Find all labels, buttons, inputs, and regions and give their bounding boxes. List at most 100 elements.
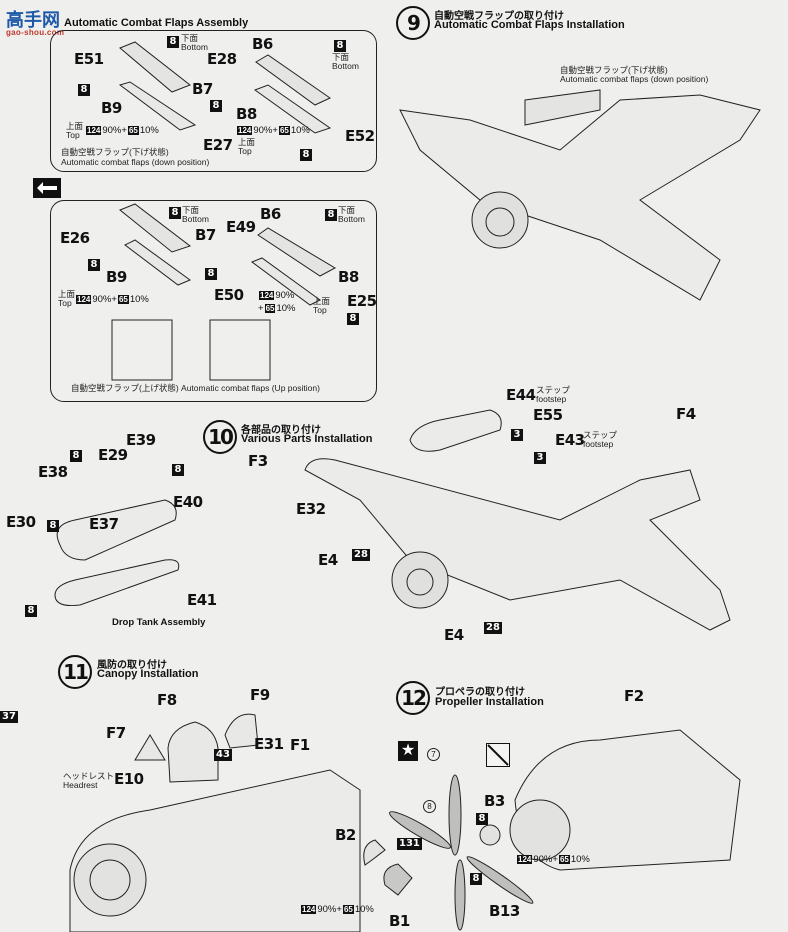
part-f2: F2 bbox=[624, 687, 644, 705]
step-11-title-en: Canopy Installation bbox=[97, 668, 199, 680]
color-code-8: 8 bbox=[25, 605, 37, 617]
flaps-down-caption-jp: 自動空戦フラップ(下げ状態) bbox=[61, 147, 169, 157]
bottom-en: Bottom bbox=[332, 61, 359, 71]
color-code-8: 8 bbox=[347, 313, 359, 325]
part-f3: F3 bbox=[248, 452, 268, 470]
part-e51: E51 bbox=[74, 50, 104, 68]
part-e49: E49 bbox=[226, 218, 256, 236]
step-9-callout-en: Automatic combat flaps (down position) bbox=[560, 74, 709, 84]
flaps-down-caption-en: Automatic combat flaps (down position) bbox=[61, 157, 210, 167]
step-10-title-en: Various Parts Installation bbox=[241, 433, 373, 445]
top-jp: 上面 bbox=[313, 296, 331, 306]
part-e25: E25 bbox=[347, 292, 377, 310]
part-e28: E28 bbox=[207, 50, 237, 68]
part-f1: F1 bbox=[290, 736, 310, 754]
part-b7: B7 bbox=[192, 80, 213, 98]
footstep-jp: ステップ bbox=[583, 430, 618, 440]
color-code-8: 8 bbox=[47, 520, 59, 532]
part-b7: B7 bbox=[195, 226, 216, 244]
bottom-en: Bottom bbox=[338, 214, 365, 224]
color-code-8: 8 bbox=[172, 464, 184, 476]
color-code-28: 28 bbox=[484, 622, 502, 634]
part-b8: B8 bbox=[236, 105, 257, 123]
color-code-28: 28 bbox=[352, 549, 370, 561]
part-b6: B6 bbox=[252, 35, 273, 53]
flap-b9-down bbox=[118, 81, 197, 131]
step-9-callout-jp: 自動空戦フラップ(下げ状態) bbox=[560, 65, 668, 75]
color-code-8: 8 bbox=[334, 40, 346, 52]
flap-b8-down bbox=[253, 84, 332, 134]
top-jp: 上面 bbox=[58, 289, 76, 299]
swap-arrows-icon bbox=[33, 178, 61, 198]
part-e52: E52 bbox=[345, 127, 375, 145]
drop-tank-body bbox=[56, 499, 177, 561]
flap-b7-up bbox=[119, 203, 192, 253]
flap-b9-up bbox=[124, 239, 192, 286]
drop-tank-tray bbox=[54, 559, 180, 606]
aircraft-step9 bbox=[399, 94, 761, 301]
part-b1: B1 bbox=[389, 912, 410, 930]
step-11-title-jp: 風防の取り付け bbox=[97, 660, 167, 671]
flaps-assembly-title: Automatic Combat Flaps Assembly bbox=[64, 17, 249, 29]
part-e41: E41 bbox=[187, 591, 217, 609]
color-code-8: 8 bbox=[300, 149, 312, 161]
part-e27: E27 bbox=[203, 136, 233, 154]
footstep-en: footstep bbox=[583, 439, 614, 449]
part-f4: F4 bbox=[676, 405, 696, 423]
step-9-title-en: Automatic Combat Flaps Installation bbox=[434, 19, 625, 31]
color-code-8: 8 bbox=[205, 268, 217, 280]
spinner-b1 bbox=[383, 863, 413, 896]
color-code-8: 8 bbox=[78, 84, 90, 96]
part-e31: E31 bbox=[254, 735, 284, 753]
paint-circle-8: 8 bbox=[423, 800, 436, 813]
color-code-8: 8 bbox=[167, 36, 179, 48]
bottom-jp: 下面 bbox=[181, 33, 199, 43]
bottom-jp: 下面 bbox=[338, 205, 356, 215]
color-code-8: 8 bbox=[470, 873, 482, 885]
part-b3: B3 bbox=[484, 792, 505, 810]
flaps-down-box bbox=[50, 30, 377, 172]
headrest-en: Headrest bbox=[63, 780, 98, 790]
step-10-title-jp: 各部品の取り付け bbox=[241, 425, 321, 436]
headrest-jp: ヘッドレスト bbox=[63, 771, 115, 781]
part-e44: E44 bbox=[506, 386, 536, 404]
step-12-title-en: Propeller Installation bbox=[435, 696, 544, 708]
part-b6: B6 bbox=[260, 205, 281, 223]
footstep-en: footstep bbox=[536, 394, 567, 404]
top-jp: 上面 bbox=[238, 137, 256, 147]
detail-inset-left bbox=[111, 319, 173, 381]
part-b9: B9 bbox=[101, 99, 122, 117]
step-9-number: 9 bbox=[396, 6, 430, 40]
color-code-8: 8 bbox=[476, 813, 488, 825]
color-code-3: 3 bbox=[534, 452, 546, 464]
spinner-b3 bbox=[479, 824, 501, 846]
bottom-jp: 下面 bbox=[182, 205, 200, 215]
bottom-en: Bottom bbox=[182, 214, 209, 224]
part-e40: E40 bbox=[173, 493, 203, 511]
part-e4: E4 bbox=[318, 551, 338, 569]
part-e50: E50 bbox=[214, 286, 244, 304]
no-glue-icon bbox=[486, 743, 510, 767]
part-e29: E29 bbox=[98, 446, 128, 464]
part-f7: F7 bbox=[106, 724, 126, 742]
footstep-jp: ステップ bbox=[536, 385, 571, 395]
watermark-logo: 高手网 gao-shou.com bbox=[6, 6, 68, 37]
part-e4: E4 bbox=[444, 626, 464, 644]
step-12-number: 12 bbox=[396, 681, 430, 715]
part-f9: F9 bbox=[250, 686, 270, 704]
part-b8: B8 bbox=[338, 268, 359, 286]
color-code-131: 131 bbox=[397, 838, 422, 850]
part-b2: B2 bbox=[335, 826, 356, 844]
color-code-8: 8 bbox=[325, 209, 337, 221]
flap-b6-down bbox=[255, 54, 332, 106]
part-e38: E38 bbox=[38, 463, 68, 481]
part-b13: B13 bbox=[489, 902, 520, 920]
paint-circle-7: 7 bbox=[427, 748, 440, 761]
top-en: Top bbox=[313, 305, 327, 315]
star-marking-icon: ★ bbox=[398, 741, 418, 761]
step-12-title-jp: プロペラの取り付け bbox=[435, 687, 525, 698]
